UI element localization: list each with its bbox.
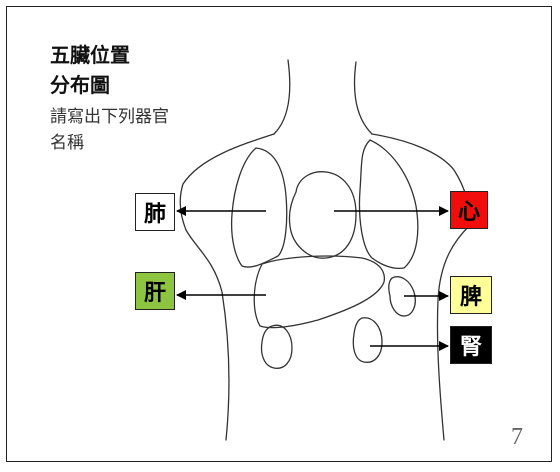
slide-title: 五臟位置 分布圖 (50, 40, 130, 100)
title-line-2: 分布圖 (50, 73, 110, 97)
label-lung: 肺 (135, 193, 175, 231)
instruction-text: 請寫出下列器官 名稱 (50, 104, 169, 156)
label-kidney: 腎 (450, 326, 492, 364)
lung-right (358, 139, 419, 270)
spleen (388, 276, 416, 317)
kidney-right (352, 317, 383, 363)
neck-right-outline (353, 61, 373, 135)
neck-left-outline (273, 59, 291, 135)
label-heart: 心 (450, 191, 488, 229)
page-number: 7 (511, 424, 523, 450)
shoulder-left-outline (179, 133, 275, 441)
label-liver: 肝 (135, 272, 175, 310)
instruction-line-2: 名稱 (50, 133, 84, 153)
liver (253, 255, 386, 329)
heart (288, 171, 357, 259)
lung-left (230, 147, 288, 268)
label-spleen: 脾 (450, 276, 492, 314)
slide-frame (6, 6, 552, 462)
instruction-line-1: 請寫出下列器官 (50, 107, 169, 127)
title-line-1: 五臟位置 (50, 43, 130, 67)
kidney-left (260, 324, 293, 369)
shoulder-right-outline (371, 133, 471, 441)
